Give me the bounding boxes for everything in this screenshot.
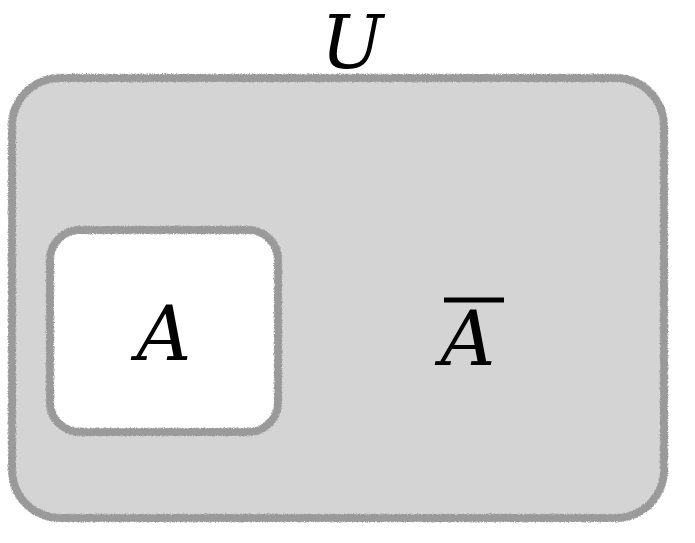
set-a-label: A [131,289,192,378]
set-a-region [46,226,282,436]
complement-label: A [435,294,496,383]
universal-set-label: U [321,0,386,86]
